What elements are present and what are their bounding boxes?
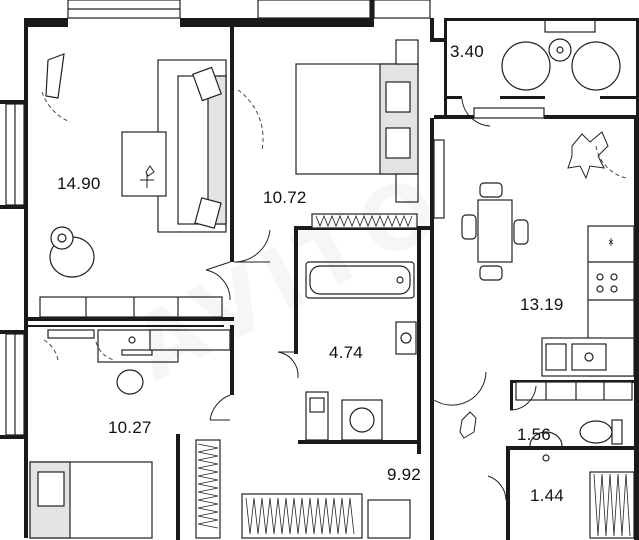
small-room-area: 10.27 xyxy=(108,418,152,437)
bathroom-area: 4.74 xyxy=(329,343,363,362)
wc-area: 1.56 xyxy=(517,425,551,444)
furniture xyxy=(29,38,635,539)
windows xyxy=(5,0,596,436)
swing-lines xyxy=(41,89,627,361)
living-room-area: 14.90 xyxy=(57,174,101,193)
hall-area: 9.92 xyxy=(387,465,421,484)
bedroom-area: 10.72 xyxy=(263,188,307,207)
doors xyxy=(205,98,537,501)
storage-area: 1.44 xyxy=(530,486,564,505)
kitchen-area: 13.19 xyxy=(520,295,564,314)
balcony-area: 3.40 xyxy=(450,42,484,61)
